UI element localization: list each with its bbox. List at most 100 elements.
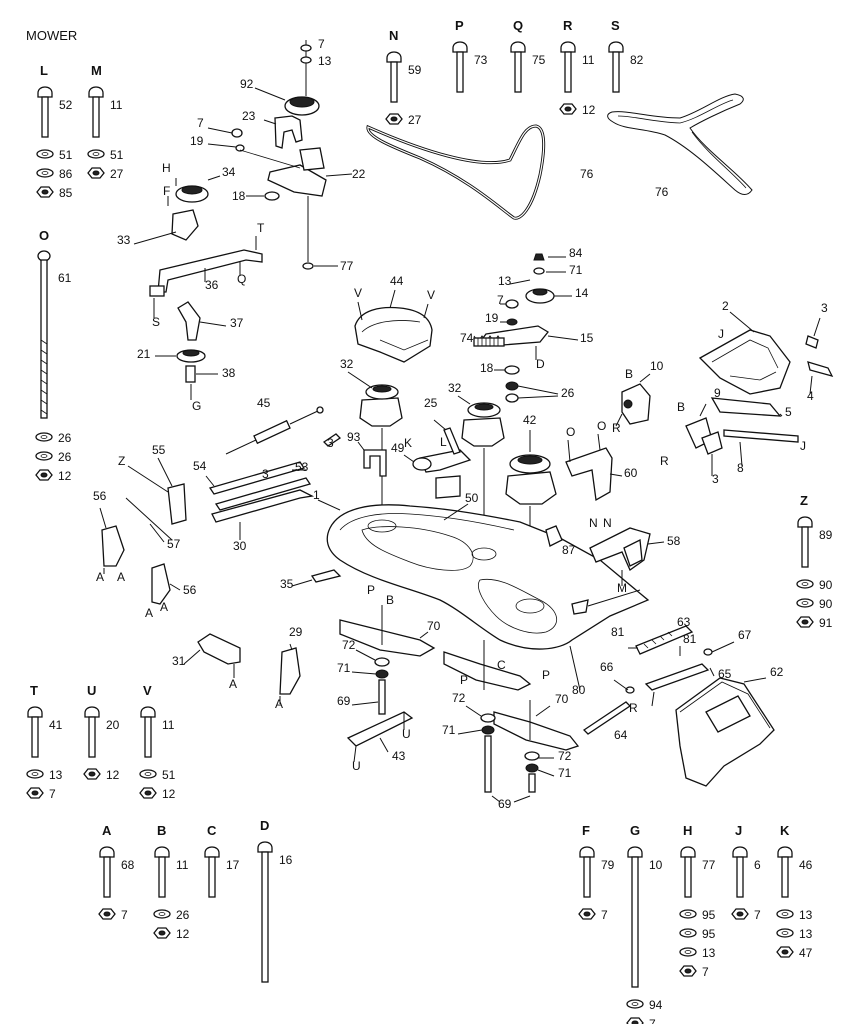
washer	[796, 598, 814, 608]
washer	[679, 928, 697, 938]
callout-34: 34	[222, 165, 236, 179]
callout-13: 13	[318, 54, 332, 68]
bolt-shank	[261, 851, 269, 983]
group-letter: S	[611, 18, 620, 33]
callout-3: 3	[327, 436, 334, 450]
callout-29: 29	[289, 625, 303, 639]
bolt-shank	[31, 716, 39, 758]
part-number: 94	[649, 998, 663, 1012]
part-number: 82	[630, 53, 644, 67]
group-letter: A	[102, 823, 112, 838]
washer-hole	[781, 912, 789, 916]
nut-hole	[92, 170, 100, 176]
washer	[153, 909, 171, 919]
group-letter: Z	[800, 493, 808, 508]
washer-18	[246, 191, 280, 201]
callout-71: 71	[337, 661, 351, 675]
pulley-34	[175, 175, 221, 203]
part-number: 12	[582, 103, 596, 117]
callout-B: B	[386, 593, 394, 607]
callout-N: N	[589, 516, 598, 530]
belt-76-main	[366, 124, 546, 220]
part-number: 16	[279, 853, 293, 867]
nut-hole	[41, 189, 49, 195]
callout-69: 69	[337, 694, 351, 708]
callout-74: 74	[460, 331, 474, 345]
callout-5: 5	[785, 405, 792, 419]
callout-R: R	[660, 454, 669, 468]
bolt-shank	[144, 716, 152, 758]
callout-O: O	[566, 425, 575, 439]
callout-21: 21	[137, 347, 151, 361]
part-number: 10	[649, 858, 663, 872]
washer	[36, 149, 54, 159]
hardware-group-q: Q75	[510, 18, 546, 93]
part-number: 26	[58, 450, 72, 464]
nut-hole	[103, 911, 111, 917]
callout-G: G	[192, 399, 201, 413]
bracket-80-link	[571, 589, 641, 615]
pulley-92	[254, 40, 320, 116]
callout-P: P	[460, 673, 468, 687]
washer-hole	[144, 772, 152, 776]
nut-hole	[736, 911, 744, 917]
callout-K: K	[404, 436, 412, 450]
callout-56: 56	[183, 583, 197, 597]
blade-hardware	[351, 649, 555, 803]
group-letter: T	[30, 683, 38, 698]
washer	[796, 579, 814, 589]
part-number: 7	[49, 787, 56, 801]
bolt-shank	[208, 856, 216, 898]
bracket-30	[211, 489, 315, 540]
washer-hole	[41, 152, 49, 156]
bolt-head	[27, 706, 43, 718]
callout-53: 53	[295, 460, 309, 474]
part-number: 17	[226, 858, 240, 872]
callout-56: 56	[93, 489, 107, 503]
nut-hole	[40, 472, 48, 478]
callout-62: 62	[770, 665, 784, 679]
callout-64: 64	[614, 728, 628, 742]
callout-13: 13	[498, 274, 512, 288]
washer-hole	[158, 912, 166, 916]
washer	[679, 947, 697, 957]
callout-V: V	[427, 288, 435, 302]
bolt-head	[797, 516, 813, 528]
group-letter: F	[582, 823, 590, 838]
callout-31: 31	[172, 654, 186, 668]
discharge-chute-62	[675, 677, 775, 787]
bolt-head	[386, 51, 402, 63]
callout-D: D	[536, 357, 545, 371]
callout-55: 55	[152, 443, 166, 457]
part-number: 20	[106, 718, 120, 732]
washer-hole	[92, 152, 100, 156]
hardware-group-s: S 82	[608, 18, 644, 93]
bracket-60	[565, 433, 623, 502]
callout-38: 38	[222, 366, 236, 380]
arm-37	[177, 301, 227, 341]
hardware-group-c: C17	[204, 823, 240, 898]
washer-hole	[684, 931, 692, 935]
bolt-head	[608, 41, 624, 53]
callout-19: 19	[190, 134, 204, 148]
nut-hole	[31, 790, 39, 796]
bolt-head	[560, 41, 576, 53]
callout-10: 10	[650, 359, 664, 373]
callout-26: 26	[561, 386, 575, 400]
group-letter: K	[780, 823, 790, 838]
part-number: 51	[110, 148, 124, 162]
bracket-56-lower	[151, 563, 181, 605]
callout-R: R	[629, 701, 638, 715]
callout-A: A	[160, 600, 168, 614]
callout-23: 23	[242, 109, 256, 123]
callout-76: 76	[580, 167, 594, 181]
part-number: 11	[162, 718, 175, 732]
washer-hole	[41, 171, 49, 175]
group-letter: B	[157, 823, 166, 838]
callout-81: 81	[683, 632, 697, 646]
washer-hole	[801, 601, 809, 605]
part-number: 85	[59, 186, 73, 200]
